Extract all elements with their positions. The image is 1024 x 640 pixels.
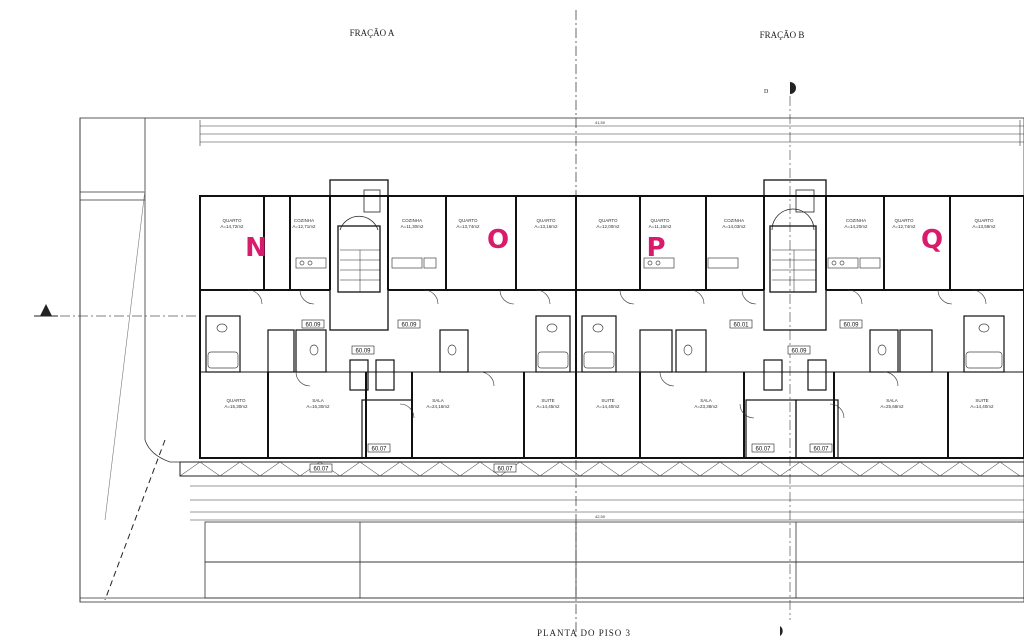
elevation-tag: 60.09	[791, 349, 807, 355]
room-name: COZINHA	[294, 218, 314, 223]
site-outline	[79, 117, 1024, 603]
room-area: A=14,72m2	[220, 224, 244, 229]
room-area: A=13,16m2	[534, 224, 558, 229]
room-name: QUARTO	[894, 218, 914, 223]
room-area: A=24,16m2	[426, 404, 450, 409]
room-area: A=11,30m2	[401, 224, 424, 229]
room-area: A=23,38m2	[694, 404, 718, 409]
room-area: A=14,45m2	[536, 404, 560, 409]
fraction-a-header: FRAÇÃO A	[350, 28, 395, 38]
room-name: COZINHA	[724, 218, 744, 223]
room-name: SALA	[700, 398, 712, 403]
svg-text:D: D	[764, 89, 769, 95]
stair-core-right	[763, 179, 827, 331]
elevation-tag: 60.07	[755, 447, 771, 453]
room-name: SUITE	[541, 398, 554, 403]
unit-label-n: N	[245, 233, 267, 263]
boundary-diagonal-line	[104, 189, 146, 521]
elevation-tags: 60.09 60.09 60.01 60.09 60.09 60.09 60.0…	[301, 319, 863, 473]
room-name: QUARTO	[974, 218, 994, 223]
unit-label-p: P	[646, 233, 665, 263]
room-name: COZINHA	[846, 218, 866, 223]
section-marker-top: D	[764, 82, 796, 636]
entry-recesses	[361, 399, 839, 459]
elevation-tag: 60.07	[497, 467, 513, 473]
plan-title: PLANTA DO PISO 3	[537, 628, 631, 638]
door-swings	[247, 289, 987, 419]
elevation-tag: 60.09	[843, 323, 859, 329]
room-area: A=14,20m2	[844, 224, 868, 229]
room-name: SUITE	[975, 398, 988, 403]
bath-fixtures	[207, 323, 1003, 369]
elevation-tag: 60.01	[733, 323, 749, 329]
room-name: COZINHA	[402, 218, 422, 223]
room-area: A=14,03m2	[722, 224, 746, 229]
elevation-tag: 60.07	[371, 447, 387, 453]
room-labels: QUARTO A=14,72m2 COZINHA A=12,71m2 COZIN…	[220, 218, 996, 409]
top-dimension-lines	[199, 120, 1024, 146]
room-area: A=15,30m2	[224, 404, 248, 409]
room-name: SALA	[432, 398, 444, 403]
fraction-b-header: FRAÇÃO B	[760, 30, 805, 40]
elevation-tag: 60.07	[813, 447, 829, 453]
section-marker-left	[34, 304, 200, 317]
bottom-dimension-lines	[190, 485, 1024, 521]
stair-core-left	[329, 179, 389, 331]
room-area: A=12,74m2	[892, 224, 916, 229]
balcony-strip	[179, 461, 1024, 477]
room-area: A=11,16m2	[649, 224, 672, 229]
room-name: SALA	[886, 398, 898, 403]
room-area: A=12,71m2	[292, 224, 316, 229]
room-name: SALA	[312, 398, 324, 403]
room-area: A=25,68m2	[880, 404, 904, 409]
room-area: A=13,59m2	[972, 224, 996, 229]
room-area: A=16,30m2	[306, 404, 330, 409]
elevation-tag: 60.09	[355, 349, 371, 355]
overall-dimension-top: 41,50	[595, 120, 606, 125]
room-name: QUARTO	[536, 218, 556, 223]
elevation-tag: 60.09	[401, 323, 417, 329]
unit-label-q: Q	[921, 225, 943, 255]
room-area: A=12,00m2	[596, 224, 620, 229]
elevation-tag: 60.09	[305, 323, 321, 329]
room-area: A=14,40m2	[596, 404, 620, 409]
room-name: QUARTO	[650, 218, 670, 223]
boundary-dashed-line	[104, 439, 166, 601]
kitchen-counters	[295, 257, 881, 269]
room-name: QUARTO	[222, 218, 242, 223]
room-area: A=13,74m2	[456, 224, 480, 229]
room-area: A=14,40m2	[970, 404, 994, 409]
room-name: QUARTO	[458, 218, 478, 223]
room-name: QUARTO	[598, 218, 618, 223]
elevation-tag: 60.07	[313, 467, 329, 473]
overall-dimension-bottom: 42,50	[595, 514, 606, 519]
unit-label-o: O	[487, 225, 509, 255]
room-name: SUITE	[601, 398, 614, 403]
room-name: QUARTO	[226, 398, 246, 403]
lower-terrace	[204, 521, 1024, 599]
